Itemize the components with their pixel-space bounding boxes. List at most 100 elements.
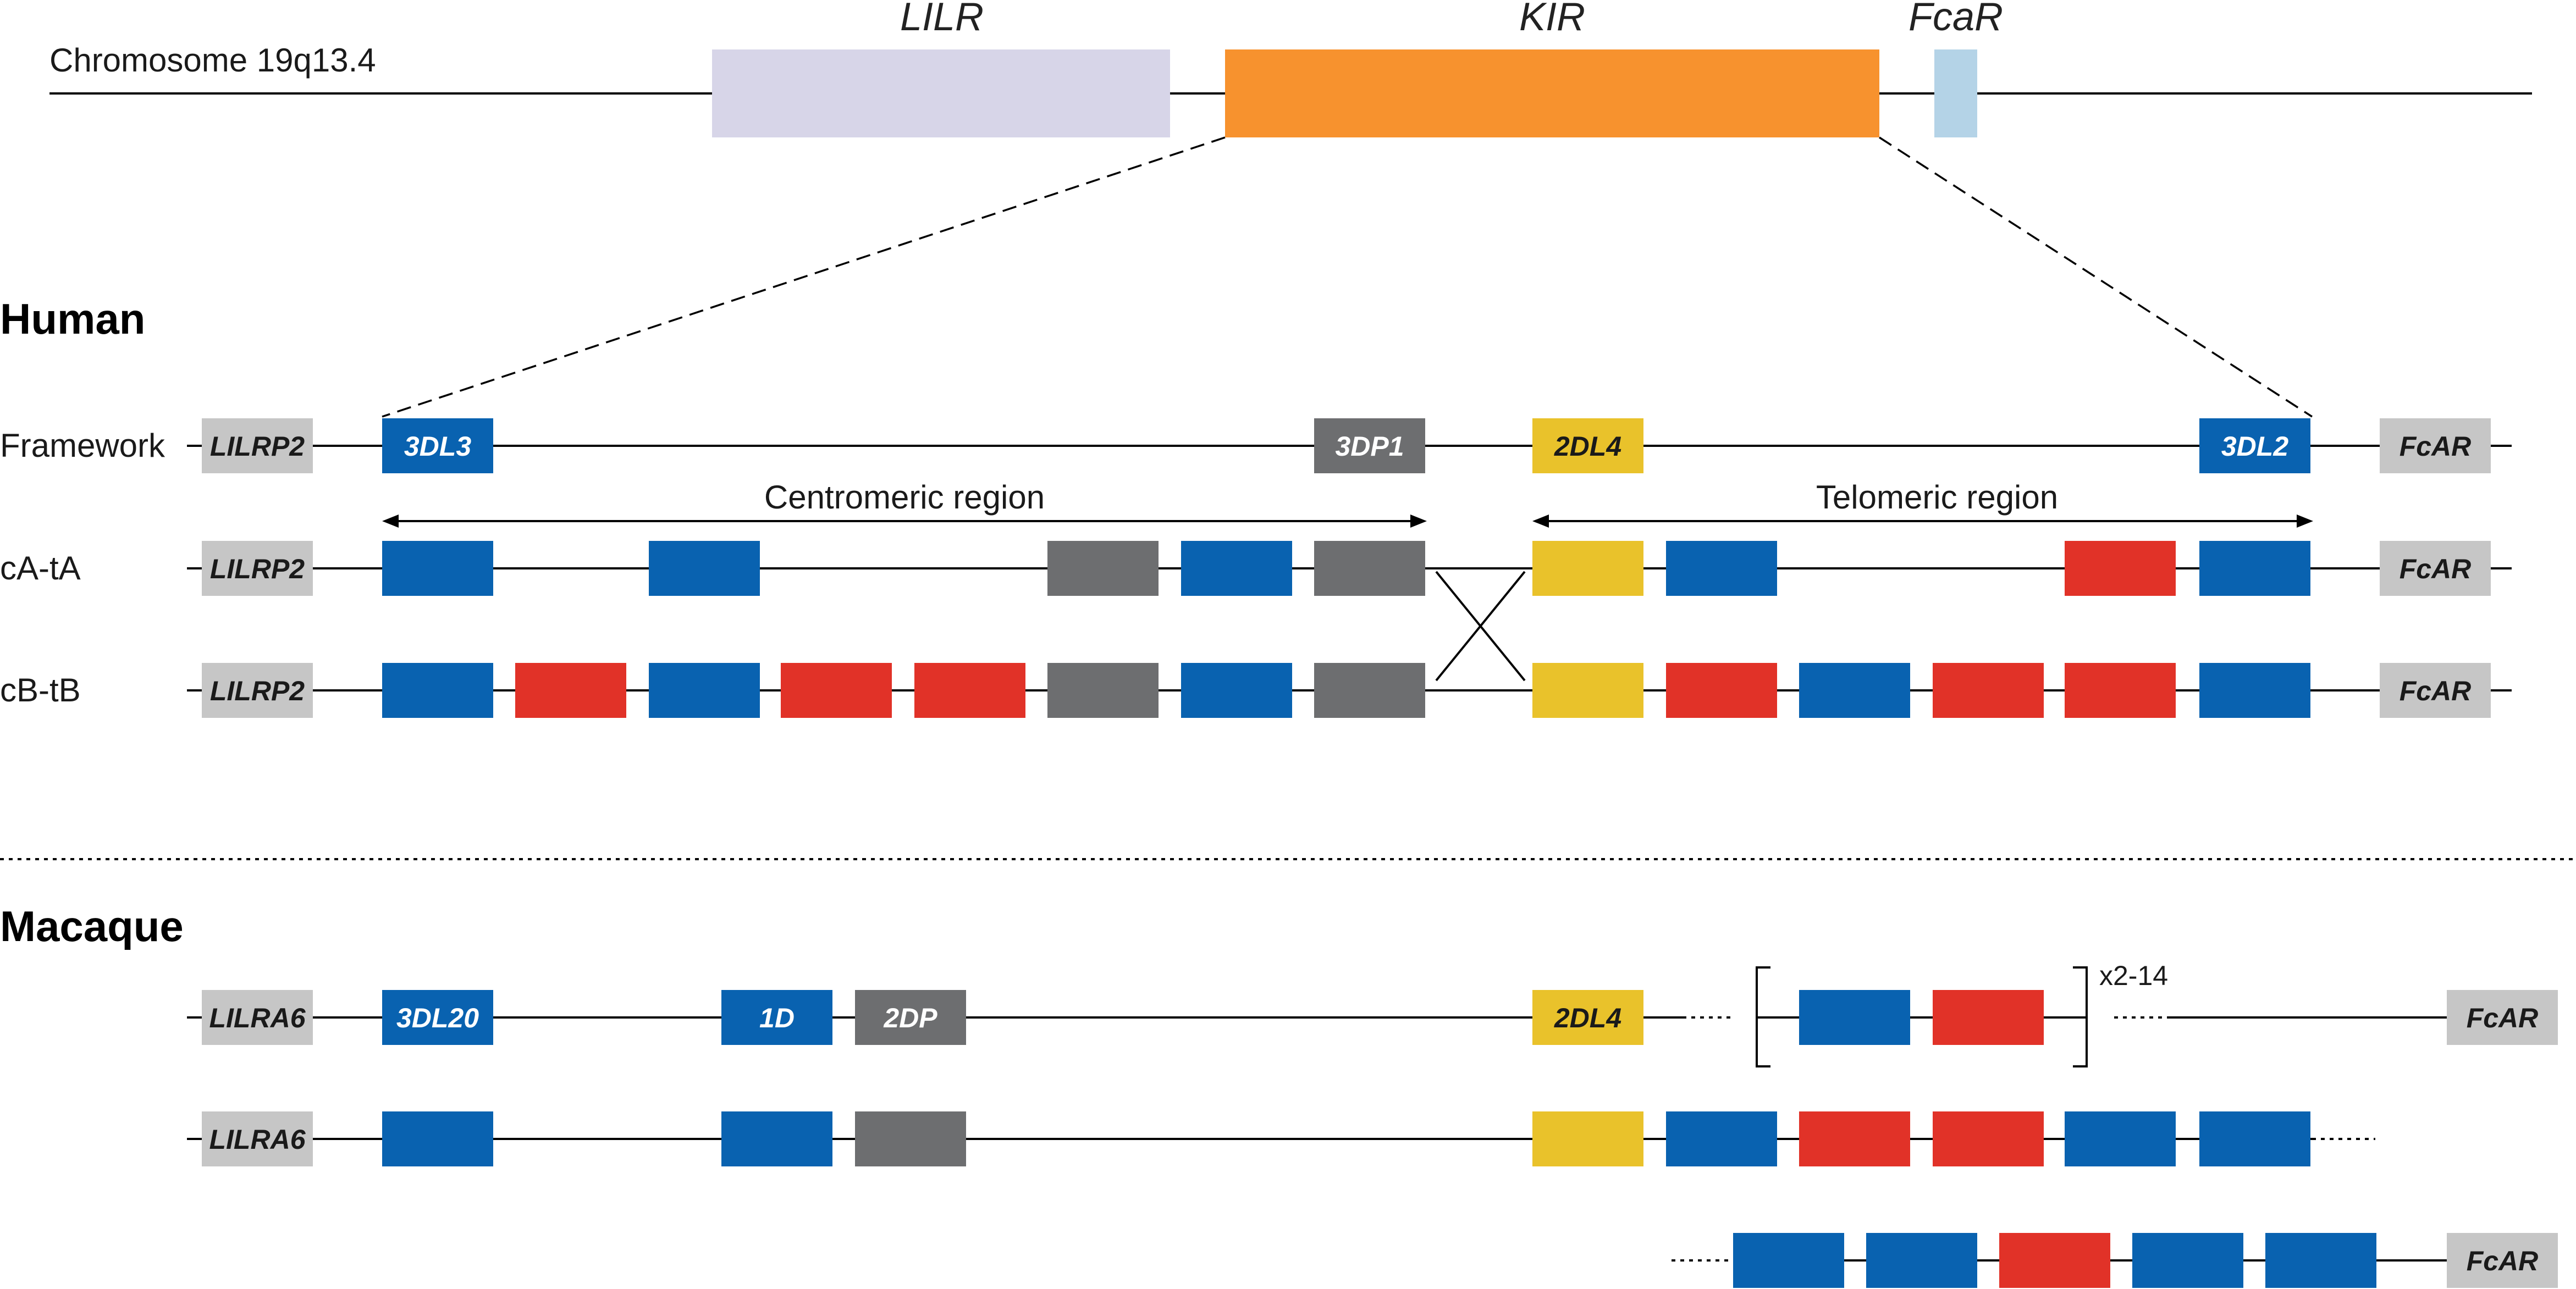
- kir-gene-activating-box: [1933, 1111, 2044, 1166]
- kir-gene-inhibitory: [2132, 1233, 2243, 1288]
- kir-gene-pseudogene: [855, 1111, 966, 1166]
- kir-gene-inhibitory-box: [649, 541, 760, 596]
- macaque-row-3: FcAR: [1672, 1233, 2558, 1288]
- kir-gene-activating: [1933, 663, 2044, 718]
- kir-gene-inhibitory: [1666, 1111, 1777, 1166]
- kir-gene-inhibitory-box: [721, 990, 832, 1045]
- kir-gene-framework_2dl4-box: [1532, 990, 1643, 1045]
- kir-gene-activating: [1999, 1233, 2110, 1288]
- kir-gene-inhibitory-box: [649, 663, 760, 718]
- kir-gene-inhibitory-box: [382, 1111, 493, 1166]
- kir-gene-inhibitory: 3DL20: [382, 990, 493, 1045]
- lilra6-gene-box: [202, 990, 313, 1045]
- kir-gene-framework_2dl4-label: 2DL4: [1554, 1003, 1621, 1033]
- kir-gene-activating-box: [2065, 663, 2176, 718]
- kir-gene-inhibitory: [2199, 1111, 2310, 1166]
- kir-gene-activating: [1933, 1111, 2044, 1166]
- zoom-line-left: [382, 136, 1226, 418]
- row-label-framework: Framework: [0, 427, 166, 464]
- kir-gene-pseudogene-box: [1314, 541, 1425, 596]
- kir-gene-pseudogene-label: 3DP1: [1335, 431, 1404, 462]
- chromosome-overview: Chromosome 19q13.4 LILR KIR FcaR: [49, 0, 2532, 418]
- kir-gene-pseudogene-box: [855, 990, 966, 1045]
- macaque-title: Macaque: [0, 902, 184, 950]
- kir-gene-inhibitory-box: [2199, 418, 2310, 473]
- lilrp2-gene: LILRP2: [202, 541, 313, 596]
- lilrp2-gene-box: [202, 418, 313, 473]
- kir-gene-inhibitory-box: [382, 541, 493, 596]
- kir-gene-activating: [1933, 990, 2044, 1045]
- telomeric-region-arrow: Telomeric region: [1532, 479, 2313, 528]
- kir-gene-inhibitory: [2199, 663, 2310, 718]
- kir-gene-inhibitory: [649, 663, 760, 718]
- kir-gene-inhibitory-box: [2199, 1111, 2310, 1166]
- fcar-gene: FcAR: [2447, 990, 2558, 1045]
- kir-gene-activating: [2065, 541, 2176, 596]
- kir-gene-inhibitory-box: [2065, 1111, 2176, 1166]
- kir-gene-pseudogene: 3DP1: [1314, 418, 1425, 473]
- kir-gene-inhibitory: [382, 663, 493, 718]
- kir-gene-inhibitory-box: [382, 418, 493, 473]
- fcar-gene: FcAR: [2380, 541, 2491, 596]
- kir-gene-pseudogene-box: [1047, 663, 1159, 718]
- repeat-bracket-left: [1756, 966, 1770, 1067]
- kir-gene-inhibitory: [1181, 663, 1292, 718]
- kir-gene-inhibitory: [1799, 663, 1910, 718]
- kir-gene-framework_2dl4-box: [1532, 541, 1643, 596]
- lilrp2-gene-box: [202, 663, 313, 718]
- kir-gene-inhibitory: [1666, 541, 1777, 596]
- kir-gene-inhibitory-box: [2199, 541, 2310, 596]
- kir-gene-framework_2dl4: [1532, 663, 1643, 718]
- kir-gene-inhibitory: [2065, 1111, 2176, 1166]
- fcar-gene-label: FcAR: [2467, 1246, 2539, 1276]
- fcar-gene: FcAR: [2380, 418, 2491, 473]
- lilrp2-gene-box: [202, 541, 313, 596]
- fcar-label: FcaR: [1908, 0, 2003, 39]
- kir-gene-inhibitory-box: [1799, 663, 1910, 718]
- centromeric-region-arrow: Centromeric region: [382, 479, 1427, 528]
- kir-gene-inhibitory-box: [1866, 1233, 1977, 1288]
- lilrp2-gene-label: LILRP2: [210, 554, 305, 584]
- chromosome-label: Chromosome 19q13.4: [49, 42, 376, 79]
- kir-gene-activating: [2065, 663, 2176, 718]
- kir-gene-inhibitory: [1181, 541, 1292, 596]
- kir-gene-framework_2dl4-box: [1532, 418, 1643, 473]
- kir-gene-pseudogene-box: [1314, 418, 1425, 473]
- kir-gene-framework_2dl4: 2DL4: [1532, 418, 1643, 473]
- kir-gene-pseudogene: [1314, 541, 1425, 596]
- kir-gene-pseudogene: [1047, 663, 1159, 718]
- telomeric-region-label: Telomeric region: [1816, 479, 2058, 516]
- kir-gene-inhibitory-box: [2132, 1233, 2243, 1288]
- kir-gene-inhibitory: [382, 541, 493, 596]
- lilrp2-gene: LILRP2: [202, 418, 313, 473]
- kir-gene-framework_2dl4: [1532, 541, 1643, 596]
- fcar-gene: FcAR: [2380, 663, 2491, 718]
- kir-gene-framework_2dl4-box: [1532, 1111, 1643, 1166]
- kir-gene-inhibitory-box: [1666, 1111, 1777, 1166]
- lilra6-gene-box: [202, 1111, 313, 1166]
- kir-gene-pseudogene: [1314, 663, 1425, 718]
- fcar-gene-label: FcAR: [2467, 1003, 2539, 1033]
- kir-gene-framework_2dl4-label: 2DL4: [1554, 431, 1621, 462]
- kir-gene-inhibitory-box: [1181, 663, 1292, 718]
- telomeric-arrow-head-left: [1532, 515, 1549, 528]
- lilrp2-gene: LILRP2: [202, 663, 313, 718]
- human-framework-row: Framework LILRP2 FcAR 3DL3 3DP1 2DL4 3DL2: [0, 418, 2512, 473]
- kir-gene-inhibitory: [1866, 1233, 1977, 1288]
- fcar-gene-box: [2380, 541, 2491, 596]
- kir-gene-inhibitory: 3DL3: [382, 418, 493, 473]
- lilra6-gene-label: LILRA6: [209, 1003, 306, 1033]
- kir-gene-pseudogene: [1047, 541, 1159, 596]
- kir-gene-inhibitory: 3DL2: [2199, 418, 2310, 473]
- kir-gene-activating-box: [1999, 1233, 2110, 1288]
- lilrp2-gene-label: LILRP2: [210, 676, 305, 706]
- kir-gene-inhibitory: 1D: [721, 990, 832, 1045]
- kir-gene-framework_2dl4: 2DL4: [1532, 990, 1643, 1045]
- kir-gene-inhibitory: [382, 1111, 493, 1166]
- kir-gene-activating: [781, 663, 892, 718]
- centromeric-arrow-head-right: [1410, 515, 1427, 528]
- kir-gene-activating: [1799, 1111, 1910, 1166]
- kir-gene-framework_2dl4-box: [1532, 663, 1643, 718]
